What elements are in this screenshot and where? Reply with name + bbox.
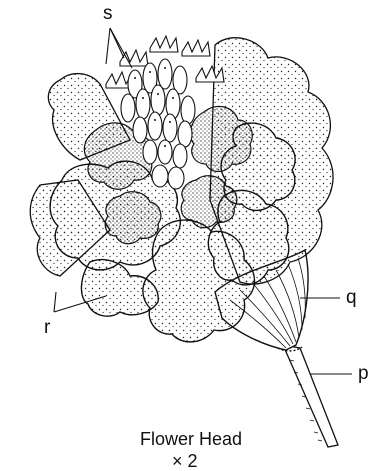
stem	[283, 345, 338, 447]
magnification-note: × 2	[172, 452, 198, 470]
label-r: r	[44, 318, 50, 337]
label-q: q	[346, 288, 357, 307]
label-s: s	[103, 4, 113, 23]
label-p: p	[358, 364, 369, 383]
figure-caption: Flower Head	[140, 430, 242, 448]
